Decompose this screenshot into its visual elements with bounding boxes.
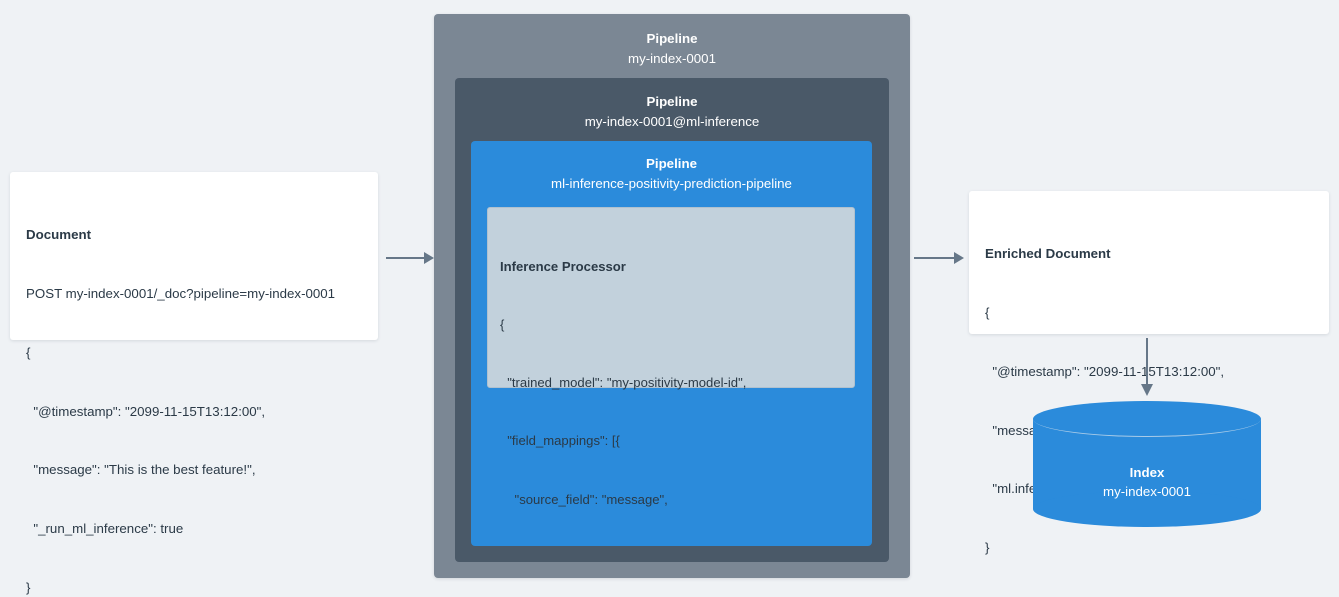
document-card-line-1: { [26, 344, 31, 360]
document-card-line-0: POST my-index-0001/_doc?pipeline=my-inde… [26, 285, 336, 301]
arrow-document-to-pipeline-icon [386, 250, 434, 266]
inference-processor-line-0: { [500, 317, 505, 333]
pipeline-inner-label: Pipeline [646, 156, 697, 171]
document-card-line-2: "@timestamp": "2099-11-15T13:12:00", [26, 403, 266, 419]
index-label-group: Index my-index-0001 [1033, 463, 1261, 501]
index-cylinder-bottom [1033, 491, 1261, 527]
pipeline-inner: Pipeline ml-inference-positivity-predict… [471, 141, 872, 546]
pipeline-middle-name: my-index-0001@ml-inference [584, 114, 760, 129]
inference-processor-title: Inference Processor [500, 258, 626, 274]
pipeline-outer-label: Pipeline [646, 31, 698, 46]
inference-processor-line-3: "source_field": "message", [500, 491, 668, 507]
arrow-enriched-to-index-icon [1139, 338, 1155, 396]
index-cylinder: Index my-index-0001 [1033, 401, 1261, 527]
index-name: my-index-0001 [1103, 484, 1191, 499]
pipeline-middle-header: Pipeline my-index-0001@ml-inference [455, 78, 889, 132]
enriched-document-line-1: "@timestamp": "2099-11-15T13:12:00", [985, 363, 1225, 379]
inference-processor-line-1: "trained_model": "my-positivity-model-id… [500, 375, 747, 391]
enriched-document-card: Enriched Document { "@timestamp": "2099-… [969, 191, 1329, 555]
pipeline-outer-name: my-index-0001 [628, 51, 716, 66]
enriched-document-line-4: } [985, 540, 990, 556]
pipeline-inner-name: ml-inference-positivity-prediction-pipel… [551, 176, 792, 191]
document-card: Document POST my-index-0001/_doc?pipelin… [10, 172, 378, 595]
document-card-title: Document [26, 227, 92, 243]
document-card-line-5: } [26, 579, 31, 595]
arrow-pipeline-to-enriched-icon [914, 250, 964, 266]
enriched-document-title: Enriched Document [985, 246, 1111, 262]
document-card-line-4: "_run_ml_inference": true [26, 521, 184, 537]
index-label: Index [1129, 465, 1165, 480]
pipeline-outer: Pipeline my-index-0001 Pipeline my-index… [434, 14, 910, 578]
index-cylinder-top [1033, 401, 1261, 437]
inference-processor-box: Inference Processor { "trained_model": "… [487, 207, 855, 507]
pipeline-middle: Pipeline my-index-0001@ml-inference Pipe… [455, 78, 889, 562]
pipeline-outer-header: Pipeline my-index-0001 [434, 14, 910, 69]
pipeline-inner-header: Pipeline ml-inference-positivity-predict… [471, 141, 872, 194]
document-card-line-3: "message": "This is the best feature!", [26, 462, 256, 478]
enriched-document-line-0: { [985, 304, 990, 320]
inference-processor-line-2: "field_mappings": [{ [500, 433, 620, 449]
pipeline-middle-label: Pipeline [646, 94, 698, 109]
